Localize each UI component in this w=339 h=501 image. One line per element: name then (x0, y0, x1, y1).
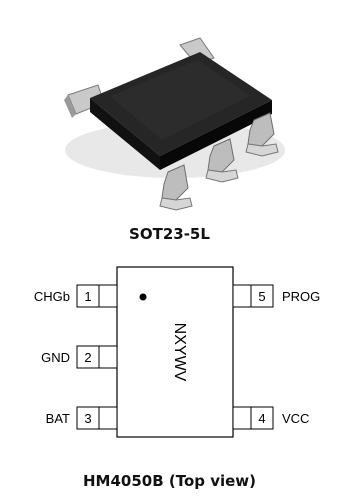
pin-3: 3 BAT (46, 406, 118, 430)
pin-2-label: GND (41, 350, 70, 365)
package-body-side (160, 100, 272, 170)
pin-1: 1 CHGb (34, 284, 118, 308)
pin-5-number: 5 (258, 289, 265, 304)
sot23-package-illustration (64, 37, 285, 211)
chip-marking: NXYWV (171, 323, 188, 382)
pin-3-label: BAT (46, 411, 70, 426)
package-body-front (90, 98, 160, 170)
pin-4-number: 4 (258, 411, 265, 426)
lead-back-left (64, 84, 105, 118)
pin-5: 5 PROG (232, 284, 320, 308)
pinout-diagram: NXYWV 1 CHGb 2 GND 3 BAT 5 PROG 4 VCC (34, 266, 320, 438)
package-name: SOT23-5L (129, 225, 210, 243)
lead-front-3 (245, 112, 279, 157)
pin1-dot (139, 293, 147, 301)
lead-front-1 (159, 164, 193, 211)
pin-1-label: CHGb (34, 289, 70, 304)
chip-body (116, 266, 234, 438)
pin-4-label: VCC (282, 411, 309, 426)
lead-front-2 (205, 138, 239, 183)
pin-4: 4 VCC (232, 406, 309, 430)
pin-3-number: 3 (84, 411, 91, 426)
pin-1-number: 1 (84, 289, 91, 304)
diagram-caption: HM4050B (Top view) (82, 472, 257, 490)
pin-5-label: PROG (282, 289, 320, 304)
pin-2-number: 2 (84, 350, 91, 365)
pin-2: 2 GND (41, 345, 118, 369)
